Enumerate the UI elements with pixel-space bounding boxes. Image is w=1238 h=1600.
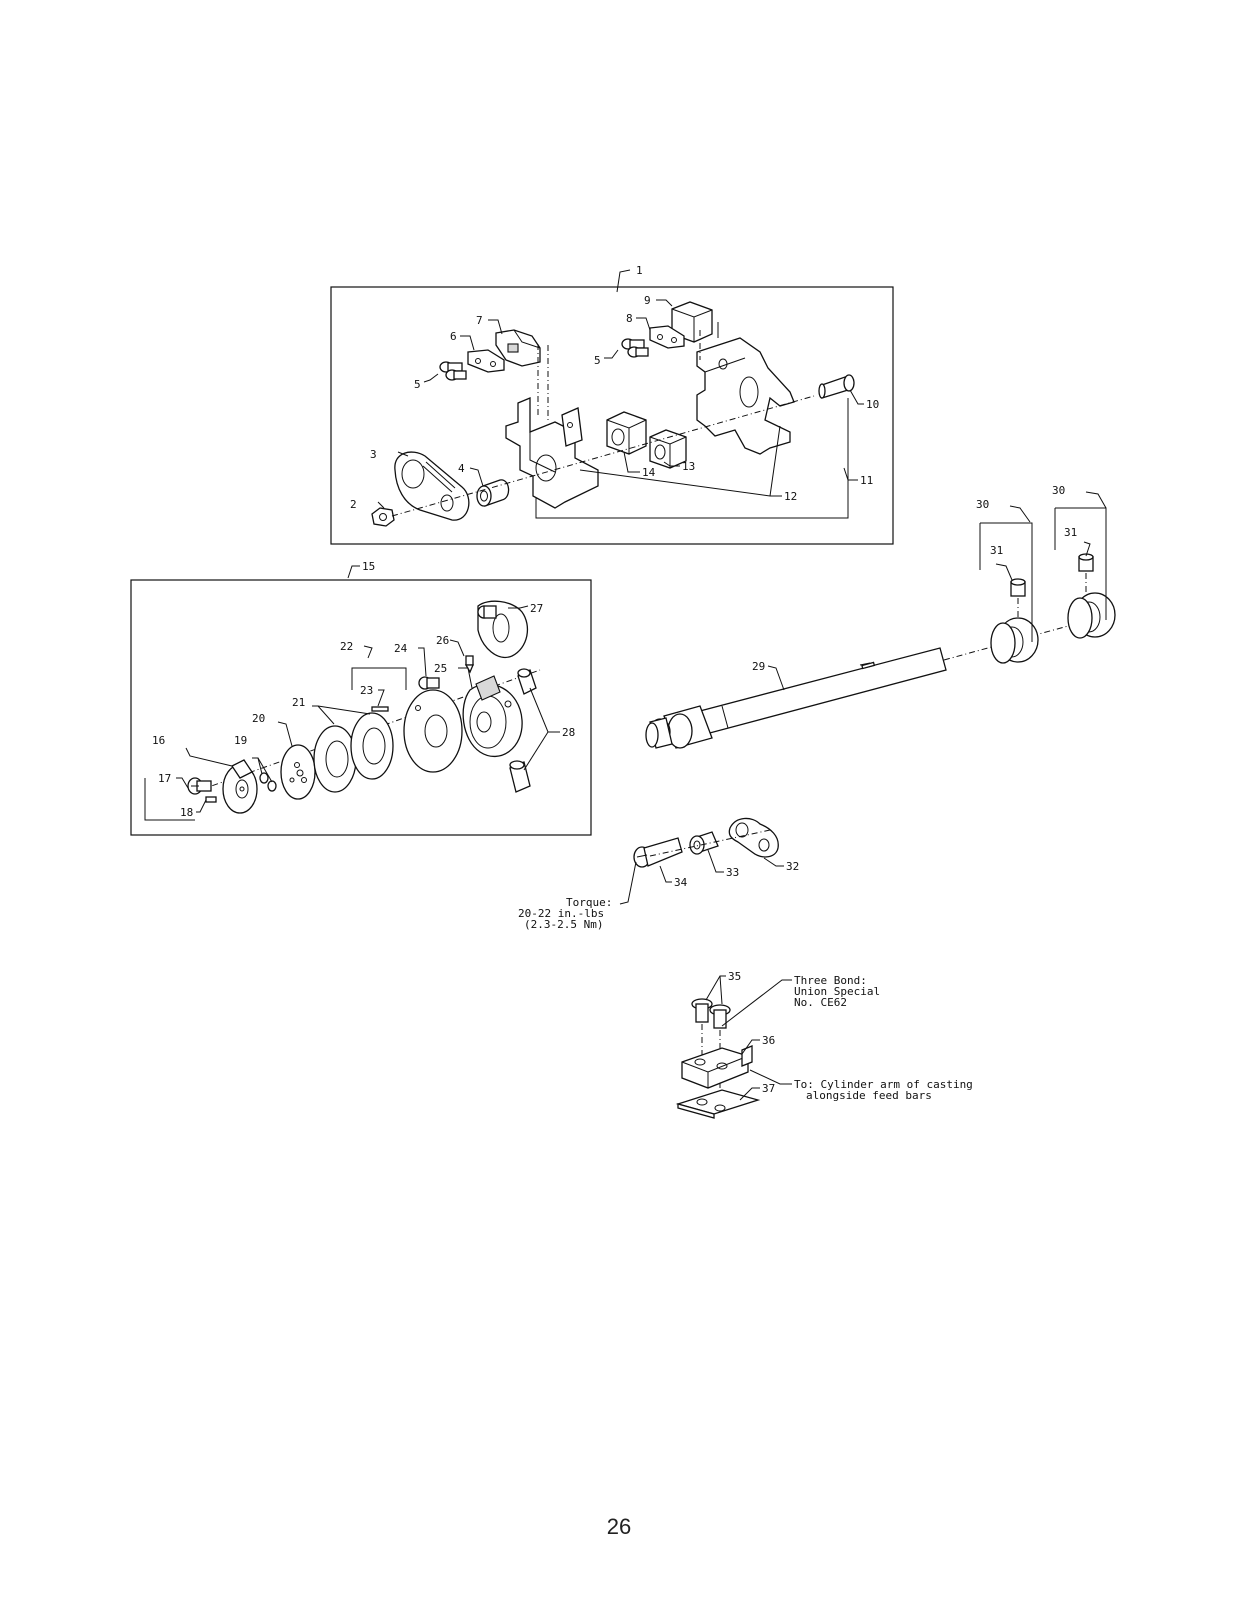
part-5-screws-right — [621, 338, 649, 358]
callout-30a: 30 — [976, 498, 989, 511]
assembly-15-frame — [130, 579, 592, 836]
callout-13: 13 — [682, 460, 695, 473]
callout-10: 10 — [866, 398, 879, 411]
callout-25: 25 — [434, 662, 447, 675]
torque-note-line-3: (2.3-2.5 Nm) — [524, 918, 603, 931]
callout-12: 12 — [784, 490, 797, 503]
part-16-cam — [222, 759, 258, 814]
callout-30b: 30 — [1052, 484, 1065, 497]
part-27-link — [477, 600, 529, 658]
part-18-pin — [205, 796, 217, 803]
callout-5a: 5 — [414, 378, 421, 391]
callout-37: 37 — [762, 1082, 775, 1095]
callout-36: 36 — [762, 1034, 775, 1047]
callout-34: 34 — [674, 876, 688, 889]
three-bond-note-line-2: Union Special — [794, 985, 880, 998]
callout-29: 29 — [752, 660, 765, 673]
part-20-disc — [280, 744, 316, 800]
part-21-washers — [313, 712, 394, 793]
part-12-right-feed-bar — [696, 337, 795, 455]
callout-6: 6 — [450, 330, 457, 343]
part-5-screws-left — [439, 361, 467, 381]
part-7-block — [495, 329, 541, 367]
callout-26: 26 — [436, 634, 449, 647]
callout-9: 9 — [644, 294, 651, 307]
callout-5b: 5 — [594, 354, 601, 367]
callout-14: 14 — [642, 466, 656, 479]
callout-31a: 31 — [990, 544, 1003, 557]
part-34-screw — [633, 837, 683, 868]
part-8-plate — [649, 325, 685, 349]
part-30-collar-right — [1067, 592, 1116, 639]
cylinder-arm-note-line-1: To: Cylinder arm of casting — [794, 1078, 973, 1091]
part-25-eccentric — [462, 675, 523, 758]
part-22-flange — [403, 689, 463, 773]
shaft-centerline — [943, 619, 1091, 661]
three-bond-note-line-1: Three Bond: — [794, 974, 867, 987]
torque-note: Torque: 20-22 in.-lbs (2.3-2.5 Nm) — [518, 896, 612, 931]
callout-21: 21 — [292, 696, 305, 709]
callout-23: 23 — [360, 684, 373, 697]
three-bond-note-line-3: No. CE62 — [794, 996, 847, 1009]
three-bond-note: Three Bond: Union Special No. CE62 — [794, 974, 880, 1009]
callout-28: 28 — [562, 726, 575, 739]
callout-2: 2 — [350, 498, 357, 511]
callout-20: 20 — [252, 712, 265, 725]
callout-27: 27 — [530, 602, 543, 615]
callout-22: 22 — [340, 640, 353, 653]
callout-3: 3 — [370, 448, 377, 461]
callout-33: 33 — [726, 866, 739, 879]
callout-4: 4 — [458, 462, 465, 475]
part-3-link-plate — [394, 451, 470, 521]
torque-note-line-2: 20-22 in.-lbs — [518, 907, 604, 920]
torque-note-line-1: Torque: — [566, 896, 612, 909]
callout-labels: 1 2 3 4 5 5 6 7 8 9 10 11 12 13 14 15 16… — [152, 264, 1077, 1095]
part-32-link — [728, 817, 779, 858]
part-31-setscrew-left — [1010, 578, 1026, 597]
callout-8: 8 — [626, 312, 633, 325]
cylinder-arm-note: To: Cylinder arm of casting alongside fe… — [794, 1078, 973, 1102]
assembly-15-group — [130, 579, 592, 836]
part-14-slide-block — [606, 411, 647, 455]
callout-19: 19 — [234, 734, 247, 747]
callout-18: 18 — [180, 806, 193, 819]
assembly-1-frame — [330, 286, 894, 545]
part-37-shim — [675, 1089, 761, 1119]
page-number: 26 — [606, 1514, 632, 1539]
part-24-screw — [418, 676, 440, 690]
callout-24: 24 — [394, 642, 408, 655]
cylinder-arm-note-line-2: alongside feed bars — [806, 1089, 932, 1102]
callout-31b: 31 — [1064, 526, 1077, 539]
part-31-setscrew-right — [1078, 553, 1094, 572]
part-35-screws — [691, 998, 731, 1029]
part-28-setscrews — [509, 668, 537, 793]
part-12-left-feed-bar — [505, 397, 599, 509]
callout-1: 1 — [636, 264, 643, 277]
part-36-block — [681, 1045, 753, 1089]
part-6-plate — [467, 349, 505, 373]
assembly-1-group — [330, 286, 894, 545]
callout-35: 35 — [728, 970, 741, 983]
part-26-screw — [464, 655, 474, 674]
callout-15: 15 — [362, 560, 375, 573]
part-23-pin — [371, 706, 389, 712]
part-2-nut — [371, 507, 395, 527]
callout-7: 7 — [476, 314, 483, 327]
part-17-screw — [187, 777, 212, 795]
part-13-slide-block — [649, 429, 687, 469]
part-19-screws — [259, 772, 277, 792]
part-4-bushing — [476, 479, 510, 507]
part-10-pin — [818, 374, 855, 399]
callout-16: 16 — [152, 734, 165, 747]
callout-32: 32 — [786, 860, 799, 873]
part-33-bushing — [689, 831, 719, 855]
leader-lines — [176, 269, 1107, 1101]
part-29-shaft — [645, 647, 947, 749]
callout-17: 17 — [158, 772, 171, 785]
callout-11: 11 — [860, 474, 873, 487]
part-30-collar-left — [990, 617, 1039, 664]
